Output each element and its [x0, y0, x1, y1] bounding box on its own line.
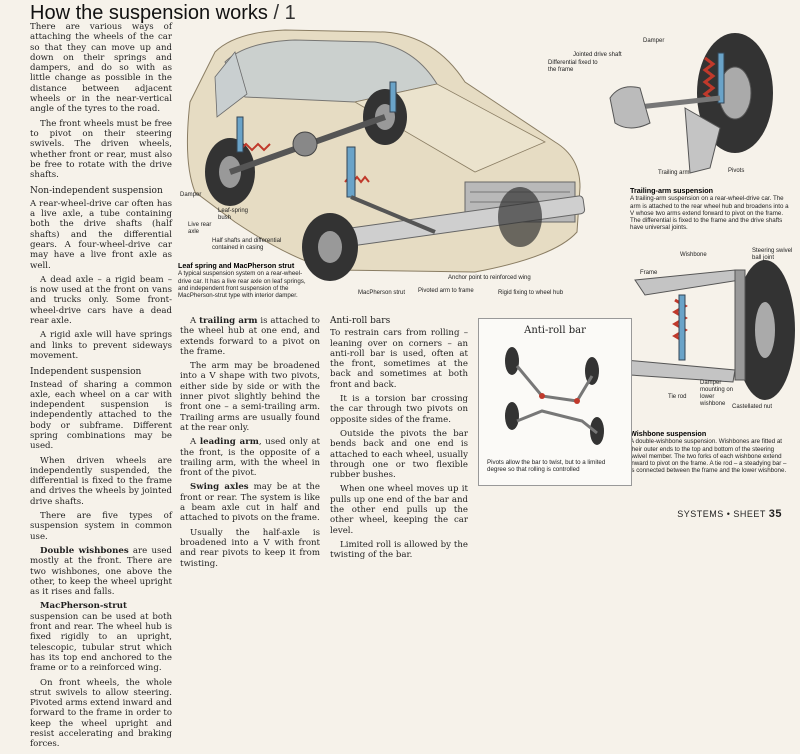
wishbone-illustration: [624, 260, 795, 400]
nonindependent-heading: Non-independent suspension: [30, 186, 163, 197]
caption-leaf-spring-body: A typical suspension system on a rear-wh…: [178, 270, 306, 300]
macpherson-text: suspension can be used at both front and…: [30, 611, 172, 674]
trailing-pre: A: [190, 316, 200, 326]
antiroll-box-title: Anti-roll bar: [524, 325, 586, 336]
label-half-shafts: Half shafts and differential contained i…: [212, 238, 282, 251]
antiroll-heading: Anti-roll bars: [330, 316, 391, 326]
label-wishbone: Wishbone: [680, 252, 707, 258]
caption-trailing-arm-body: A trailing-arm suspension on a rear-whee…: [630, 195, 789, 232]
label-leaf-spring-bush: Leaf-spring bush: [218, 208, 249, 221]
macpherson-paragraph-2: On front wheels, the whole strut swivels…: [30, 677, 172, 750]
swing-text: may be at the front or rear. The system …: [180, 482, 320, 524]
caption-leaf-spring-title: Leaf spring and MacPherson strut: [178, 261, 295, 270]
antiroll-box-caption: Pivots allow the bar to twist, but to a …: [487, 459, 606, 474]
page-title: How the suspension works / 1: [30, 2, 296, 25]
caption-leaf-spring: Leaf spring and MacPherson strut A typic…: [178, 262, 310, 299]
label-steering-swivel: Steering swivel ball joint: [752, 248, 793, 261]
antiroll-paragraph-3: Outside the pivots the bar bends back an…: [330, 428, 468, 481]
trailing-term: trailing arm: [199, 316, 258, 326]
car-illustration: [186, 29, 586, 281]
intro-paragraph-1: There are various ways of attaching the …: [30, 22, 172, 115]
footer-sheet: SHEET: [733, 509, 766, 519]
independent-paragraph-1: Instead of sharing a common axle, each w…: [30, 379, 172, 452]
wishbone-paragraph: Double wishbones are used mostly at the …: [30, 546, 172, 597]
label-pivots: Pivots: [728, 168, 745, 174]
left-column: There are various ways of attaching the …: [30, 22, 172, 754]
caption-wishbone-body: A double-wishbone suspension. Wishbones …: [630, 438, 787, 475]
independent-paragraph-2: When driven wheels are independently sus…: [30, 455, 172, 507]
label-rigid-fixing: Rigid fixing to wheel hub: [498, 290, 564, 296]
antiroll-paragraph-2: It is a torsion bar crossing the car thr…: [330, 394, 468, 425]
antiroll-box: Anti-roll bar Pivots allow the bar to tw…: [478, 318, 632, 486]
label-jointed-drive-shaft: Jointed drive shaft: [573, 52, 622, 58]
antiroll-paragraph-1: To restrain cars from rolling – leaning …: [330, 328, 468, 390]
footer-dot: •: [726, 509, 734, 519]
leading-paragraph: A leading arm, used only at the front, i…: [180, 437, 320, 478]
trailing-paragraph-2: The arm may be broadened into a V shape …: [180, 361, 320, 433]
leading-text: , used only at the front, is the opposit…: [180, 437, 320, 479]
independent-paragraph-3: There are five types of suspension syste…: [30, 511, 172, 542]
label-castellated-nut: Castellated nut: [732, 404, 773, 410]
label-damper-mounting: Damper mounting on lower wishbone: [700, 380, 734, 407]
label-macpherson-strut: MacPherson strut: [358, 290, 406, 296]
label-differential: Differential fixed to the frame: [548, 60, 598, 73]
middle-column: A trailing arm is attached to the wheel …: [180, 316, 320, 573]
label-damper-trailing: Damper: [643, 38, 665, 44]
leading-term: leading arm: [199, 437, 259, 448]
leading-pre: A: [190, 437, 200, 448]
label-anchor-point: Anchor point to reinforced wing: [448, 275, 531, 281]
caption-trailing-arm-title: Trailing-arm suspension: [630, 186, 714, 195]
swing-paragraph-2: Usually the half-axle is broadened into …: [180, 527, 320, 569]
label-frame: Frame: [640, 270, 658, 276]
footer: SYSTEMS • SHEET 35: [677, 508, 782, 520]
antiroll-diagram: [505, 347, 604, 445]
label-damper-car: Damper: [180, 192, 202, 198]
caption-wishbone-title: Wishbone suspension: [630, 429, 707, 438]
independent-heading: Independent suspension: [30, 367, 142, 378]
caption-trailing-arm: Trailing-arm suspension A trailing-arm s…: [630, 187, 792, 232]
antiroll-paragraph-5: Limited roll is allowed by the twisting …: [330, 539, 468, 561]
label-trailing-arm: Trailing arm: [658, 170, 690, 176]
nonindependent-paragraph-3: A rigid axle will have springs and links…: [30, 330, 172, 361]
macpherson-term: MacPherson-strut: [40, 601, 127, 612]
title-sheet: / 1: [273, 2, 296, 24]
intro-paragraph-2: The front wheels must be free to pivot o…: [30, 118, 172, 181]
page-number: 35: [768, 508, 782, 520]
wishbone-term: Double wishbones: [40, 545, 129, 556]
antiroll-paragraph-4: When one wheel moves up it pulls up one …: [330, 484, 468, 536]
label-live-rear-axle: Live rear axle: [188, 222, 212, 235]
nonindependent-paragraph-2: A dead axle – a rigid beam – is now used…: [30, 274, 172, 327]
trailing-arm-illustration: [609, 33, 773, 174]
trailing-paragraph: A trailing arm is attached to the wheel …: [180, 316, 320, 357]
swing-paragraph: Swing axles may be at the front or rear.…: [180, 482, 320, 523]
antiroll-column: Anti-roll bars To restrain cars from rol…: [330, 316, 468, 565]
caption-wishbone: Wishbone suspension A double-wishbone su…: [630, 430, 792, 475]
label-pivoted-arm: Pivoted arm to frame: [418, 288, 474, 294]
label-tie-rod: Tie rod: [668, 394, 687, 400]
title-text: How the suspension works: [30, 2, 268, 24]
nonindependent-paragraph-1: A rear-wheel-drive car often has a live …: [30, 198, 172, 271]
macpherson-paragraph: MacPherson-strut suspension can be used …: [30, 601, 172, 673]
swing-term: Swing axles: [190, 482, 249, 493]
footer-section: SYSTEMS: [677, 509, 724, 519]
trailing-text: is attached to the wheel hub at one end,…: [180, 316, 320, 357]
